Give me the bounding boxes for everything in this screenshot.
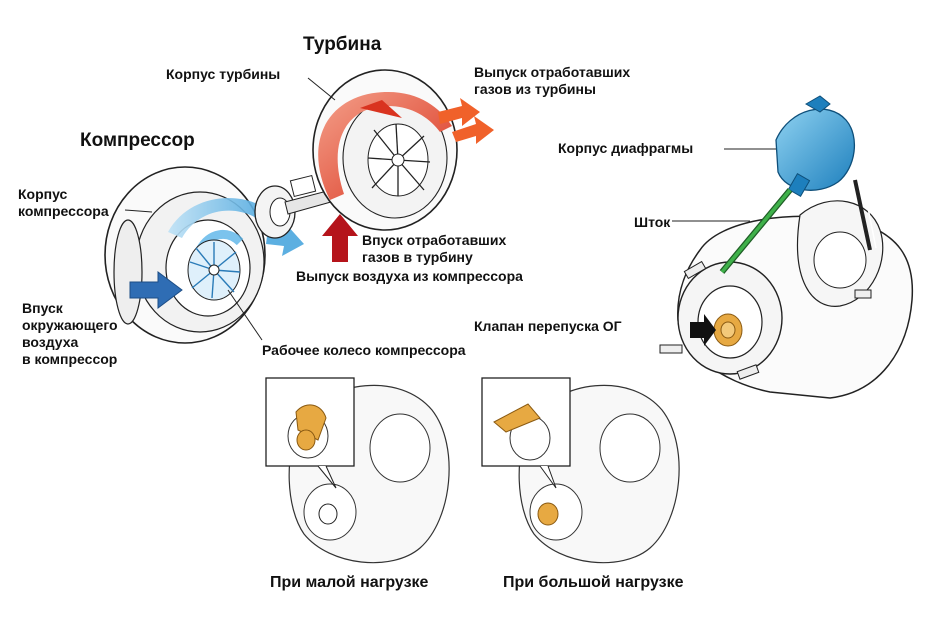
wastegate-valve [713, 313, 743, 347]
compressor-outlet-label: Выпуск воздуха из компрессора [296, 268, 523, 284]
low-load-caption: При малой нагрузке [270, 574, 429, 591]
exhaust-inlet-label: Впуск отработавших газов в турбину [362, 232, 507, 265]
diaphragm-housing [775, 95, 856, 197]
compressor-housing [104, 166, 266, 344]
turbine-title: Турбина [303, 34, 382, 55]
ambient-inlet-label: Впуск окружающего воздуха в компрессор [22, 300, 118, 367]
turbine-gas-flow [318, 92, 452, 200]
turbine-housing-label: Корпус турбины [166, 66, 281, 82]
compressor-airflow [168, 198, 270, 238]
leader-lines [124, 77, 776, 341]
exhaust-inlet-arrow [322, 214, 358, 262]
compressor-housing-label: Корпус компрессора [18, 186, 109, 219]
wastegate-assembly [659, 177, 914, 399]
rod-label: Шток [634, 214, 671, 230]
compressor-title: Компрессор [80, 130, 195, 151]
turbine-exhaust-label: Выпуск отработавших газов из турбины [474, 64, 631, 97]
compressor-wheel [187, 239, 241, 301]
wastegate-valve-label: Клапан перепуска ОГ [474, 318, 622, 334]
turbine-exhaust-arrow [438, 98, 480, 126]
high-load-illustration [481, 377, 680, 564]
high-load-caption: При большой нагрузке [503, 574, 684, 591]
actuator-rod [719, 188, 793, 274]
valve-pointer-arrow [690, 314, 716, 346]
diaphragm-housing-label: Корпус диафрагмы [558, 140, 694, 156]
ambient-air-arrow [129, 271, 183, 309]
turbine-wheel [367, 123, 431, 197]
low-load-illustration [265, 377, 450, 564]
compressor-wheel-label: Рабочее колесо компрессора [262, 342, 466, 358]
